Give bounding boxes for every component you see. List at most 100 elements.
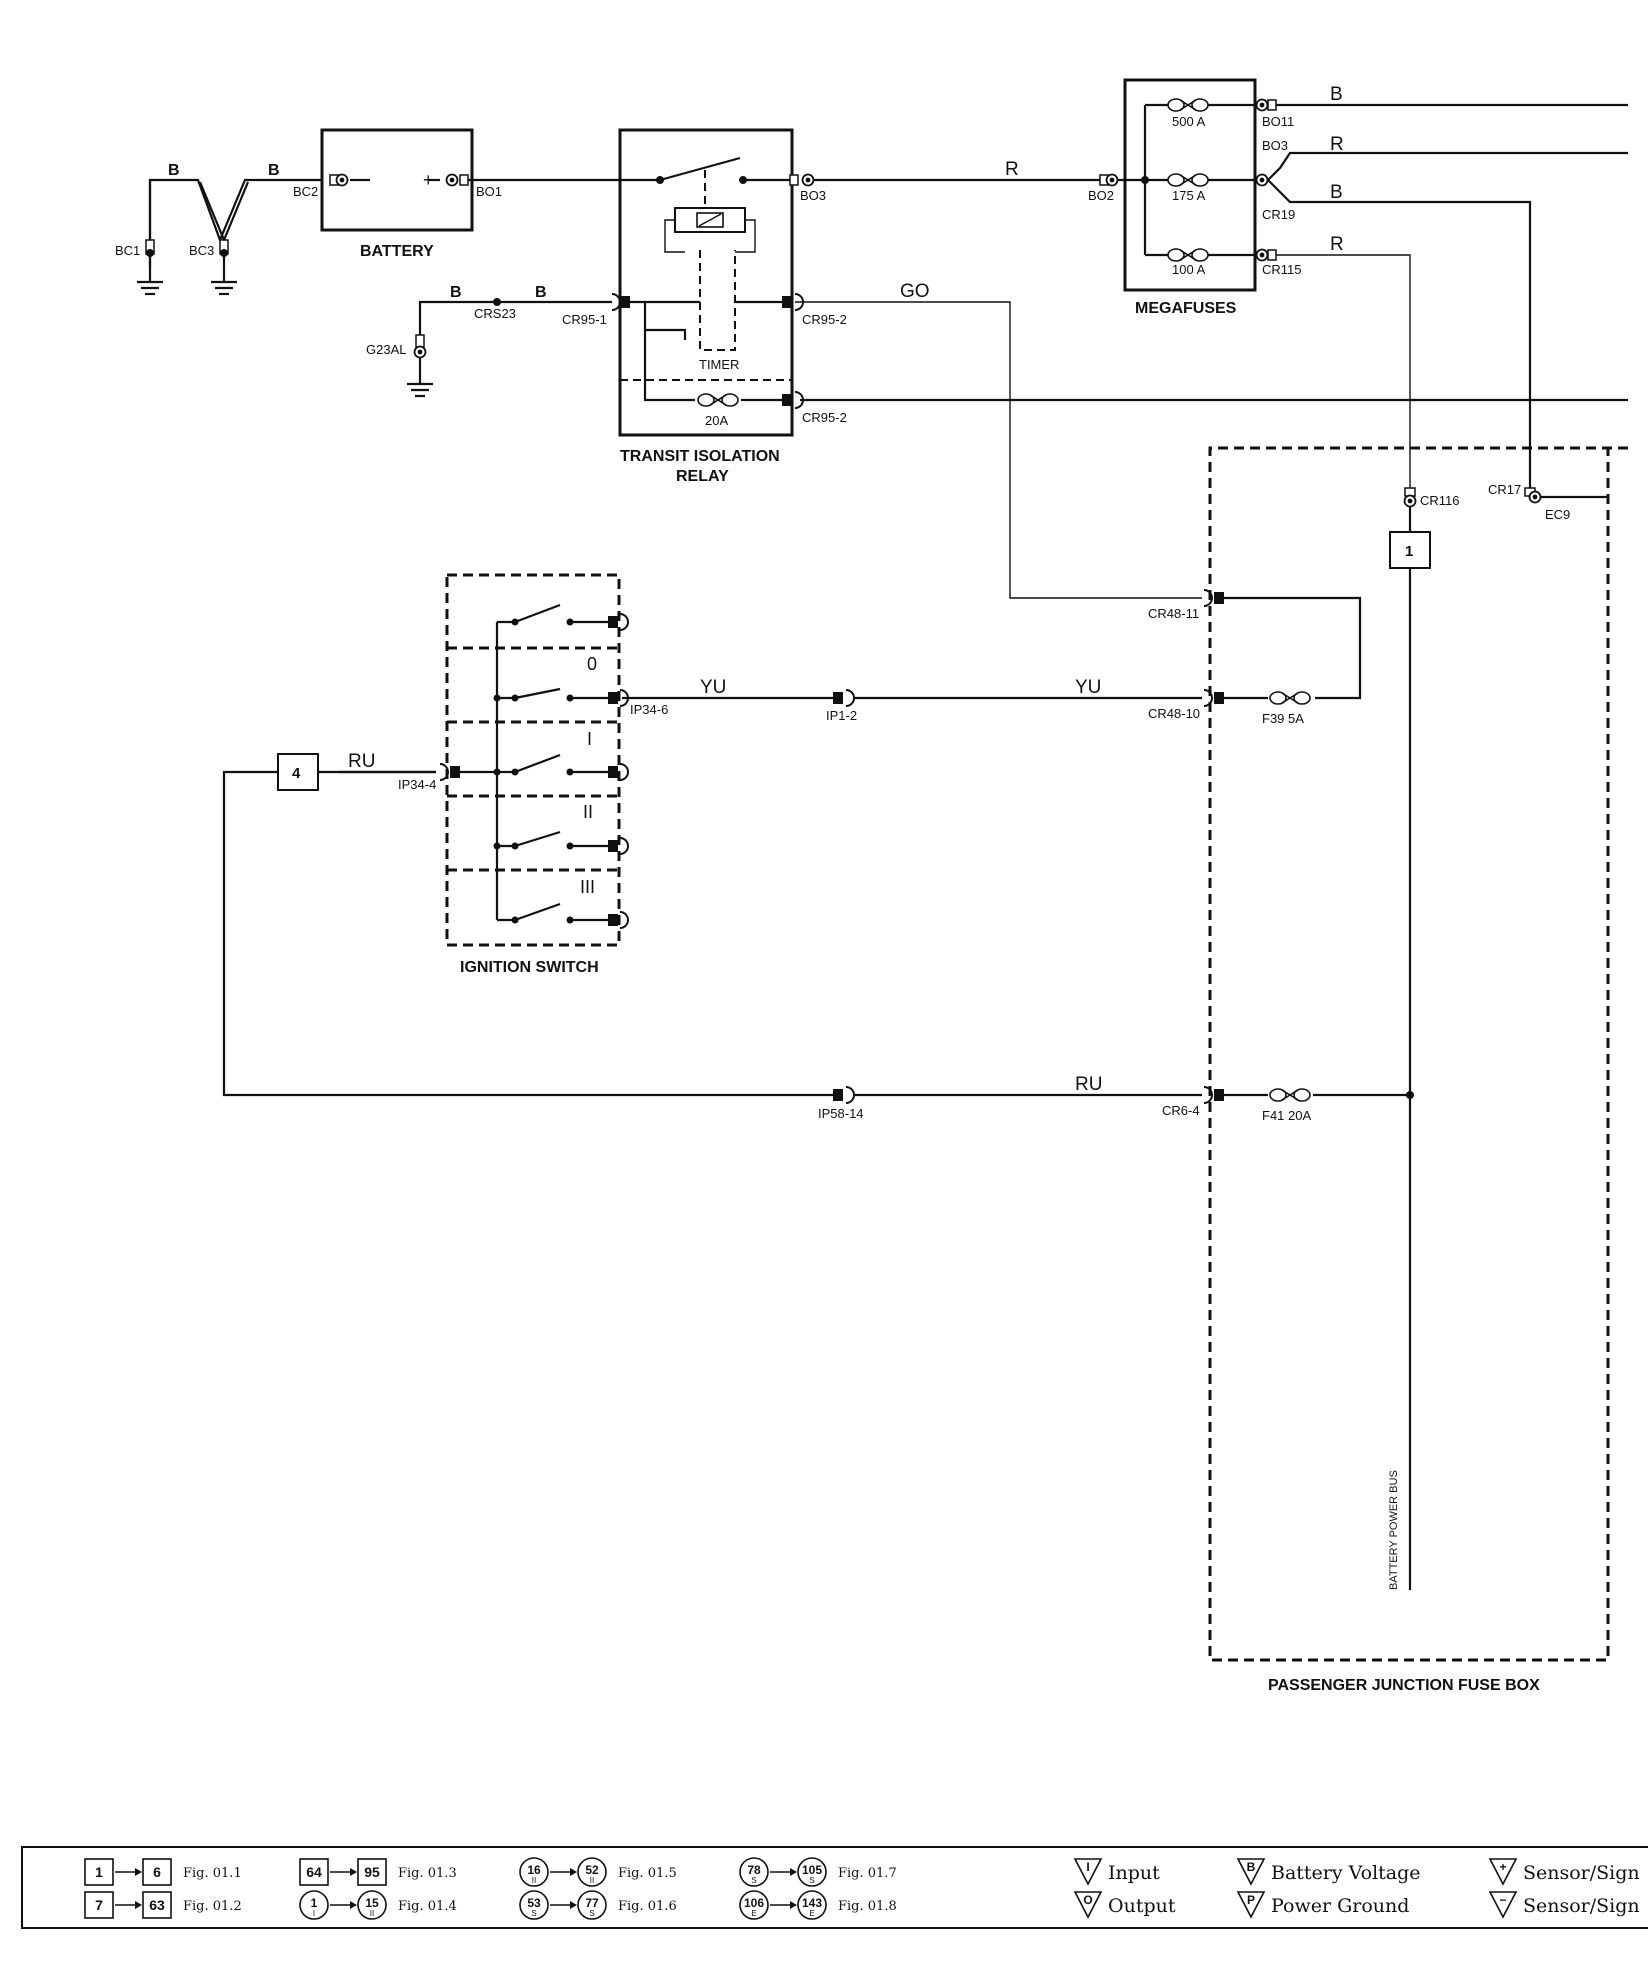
relay-label-line2: RELAY: [676, 468, 729, 485]
connector-g23al: G23AL: [366, 342, 406, 357]
transit-isolation-relay: TIMER 20A BO3 CR95-1 CR95-2 CR95-2 TRANS…: [366, 128, 847, 485]
wire-label: B: [168, 162, 180, 179]
connector-ec9: EC9: [1545, 507, 1570, 522]
triangle-icon: [1236, 1891, 1266, 1919]
connector-ip34-4: IP34-4: [398, 777, 436, 792]
megafuse-500a: 500 A: [1172, 114, 1206, 129]
wire-label: R: [1330, 234, 1344, 255]
legend-ref-number: 63: [149, 1897, 165, 1913]
legend-symbol: −Sensor/Sign: [1488, 1891, 1640, 1919]
fuse-f39: F39 5A: [1262, 711, 1304, 726]
connector-cr95-2b: CR95-2: [802, 410, 847, 425]
connector-bo2: BO2: [1088, 188, 1114, 203]
legend-ref-tag: S: [531, 1909, 536, 1918]
legend-ref-tag: E: [751, 1909, 756, 1918]
legend-ref-number: 7: [95, 1897, 103, 1913]
timer-label: TIMER: [699, 357, 739, 372]
wire-label: R: [1005, 159, 1019, 180]
connector-bc3: BC3: [189, 243, 214, 258]
legend-ref-tag: II: [590, 1876, 594, 1885]
ref-box-1: 1: [1405, 543, 1413, 560]
wire-label: B: [1330, 84, 1343, 105]
connector-bo1: BO1: [476, 184, 502, 199]
wire-label: B: [268, 162, 280, 179]
legend-ref-number: 77: [585, 1896, 599, 1910]
connector-ip58-14: IP58-14: [818, 1106, 864, 1121]
legend-symbol-mark: I: [1086, 1860, 1089, 1874]
harness-wires: YU YU IP1-2 4 RU RU IP58-14: [222, 677, 1202, 1121]
switch-contacts: [450, 603, 629, 929]
legend-figure: Fig. 01.3: [398, 1866, 457, 1881]
wire-label: RU: [348, 751, 375, 772]
legend-ref-number: 1: [311, 1896, 318, 1910]
legend-ref-number: 16: [527, 1863, 541, 1877]
legend-symbol: +Sensor/Sign: [1488, 1858, 1640, 1886]
legend-ref-number: 1: [95, 1864, 103, 1880]
connector-cr48-11: CR48-11: [1148, 606, 1199, 621]
triangle-icon: [1488, 1858, 1518, 1886]
legend-figure: Fig. 01.7: [838, 1866, 897, 1881]
legend-symbol-mark: −: [1499, 1893, 1506, 1907]
legend-figure: Fig. 01.6: [618, 1899, 677, 1914]
legend-ref-number: 106: [744, 1896, 764, 1910]
triangle-icon: [1073, 1858, 1103, 1886]
legend-ref-tag: S: [589, 1909, 594, 1918]
connector-cr48-10: CR48-10: [1148, 706, 1200, 721]
legend-ref-number: 53: [527, 1896, 541, 1910]
legend-ref-number: 6: [153, 1864, 161, 1880]
switch-position-ii: II: [583, 802, 593, 822]
triangle-icon: [1073, 1891, 1103, 1919]
wire-label: YU: [1075, 677, 1101, 698]
connector-cr115: CR115: [1262, 262, 1302, 277]
wire-label: GO: [900, 281, 930, 302]
passenger-junction-fuse-box: PASSENGER JUNCTION FUSE BOX CR116 1 BATT…: [795, 281, 1628, 1694]
legend-figure: Fig. 01.5: [618, 1866, 677, 1881]
legend-figure: Fig. 01.2: [183, 1899, 242, 1914]
legend-symbol-label: Output: [1108, 1895, 1176, 1917]
legend-ref-number: 95: [364, 1864, 380, 1880]
legend-symbol-mark: +: [1499, 1860, 1506, 1874]
switch-position-iii: III: [580, 877, 595, 897]
legend-ref-number: 64: [306, 1864, 322, 1880]
triangle-icon: [1488, 1891, 1518, 1919]
wire-label: B: [450, 284, 462, 301]
megafuse-100a: 100 A: [1172, 262, 1206, 277]
battery-label: BATTERY: [360, 243, 434, 260]
ref-box-4: 4: [292, 765, 301, 782]
wire-label: B: [1330, 182, 1343, 203]
wire-label: B: [535, 284, 547, 301]
legend-ref-tag: S: [809, 1876, 814, 1885]
relay-label-line1: TRANSIT ISOLATION: [620, 448, 780, 465]
wire-label: RU: [1075, 1074, 1102, 1095]
switch-position-0: 0: [587, 654, 597, 674]
legend-ref-number: 143: [802, 1896, 822, 1910]
legend-ref-tag: I: [313, 1909, 315, 1918]
connector-ip1-2: IP1-2: [826, 708, 857, 723]
connector-ip34-6: IP34-6: [630, 702, 668, 717]
battery-minus-icon: −: [353, 170, 364, 190]
connector-bo11: BO11: [1262, 114, 1294, 129]
connector-bo3b: BO3: [1262, 138, 1288, 153]
wire-label: R: [1330, 134, 1344, 155]
megafuses: R BO2 500 A 175 A 100 A MEGAFUSES B BO11…: [800, 78, 1628, 490]
legend-ref-tag: E: [809, 1909, 814, 1918]
connector-cr19: CR19: [1262, 207, 1295, 222]
megafuse-175a: 175 A: [1172, 188, 1206, 203]
legend-ref-number: 78: [747, 1863, 761, 1877]
legend-pair: 7 63 Fig. 01.2: [84, 1891, 242, 1919]
legend-ref-number: 15: [365, 1896, 379, 1910]
legend-symbol-mark: P: [1247, 1893, 1255, 1907]
